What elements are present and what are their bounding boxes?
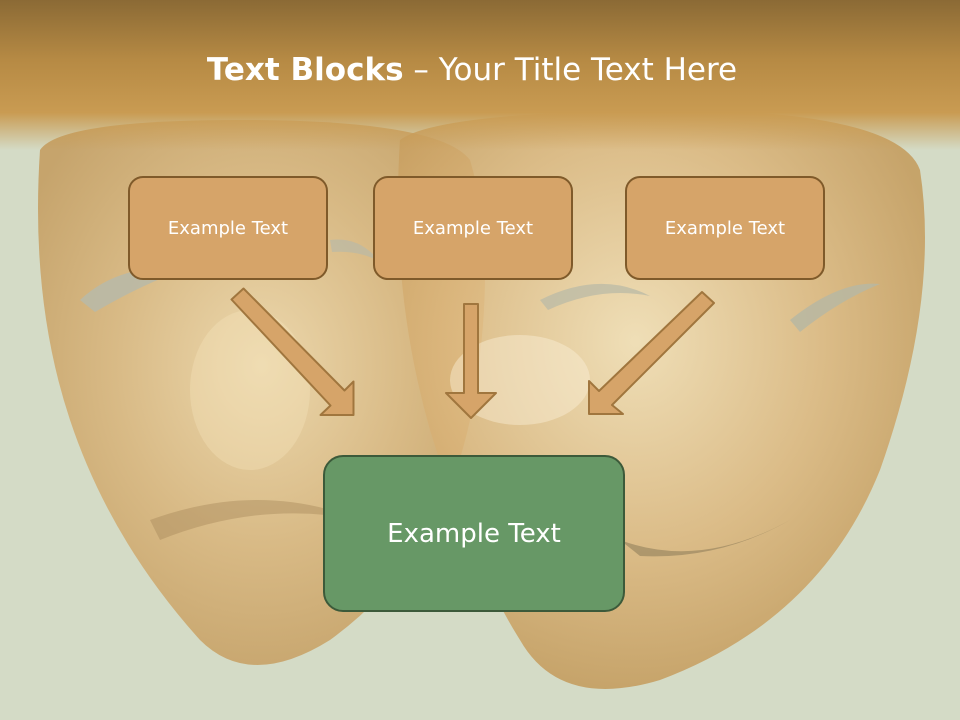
text-block-1-label: Example Text xyxy=(167,217,289,239)
arrow-center-down xyxy=(445,303,497,419)
text-block-3[interactable]: Example Text xyxy=(625,176,825,280)
arrow-left-diagonal xyxy=(230,287,355,416)
text-block-2-label: Example Text xyxy=(412,217,534,239)
title-rest: Your Title Text Here xyxy=(438,52,738,88)
text-block-2[interactable]: Example Text xyxy=(373,176,573,280)
arrow-right-diagonal xyxy=(588,291,715,415)
title-bar xyxy=(0,0,960,150)
title-separator: – xyxy=(403,52,439,88)
target-text-block[interactable]: Example Text xyxy=(323,455,625,612)
title-bold: Text Blocks xyxy=(206,52,404,88)
target-text-block-label: Example Text xyxy=(387,518,561,549)
text-block-1[interactable]: Example Text xyxy=(128,176,328,280)
slide-title: Text Blocks – Your Title Text Here xyxy=(0,52,944,88)
text-block-3-label: Example Text xyxy=(664,217,786,239)
